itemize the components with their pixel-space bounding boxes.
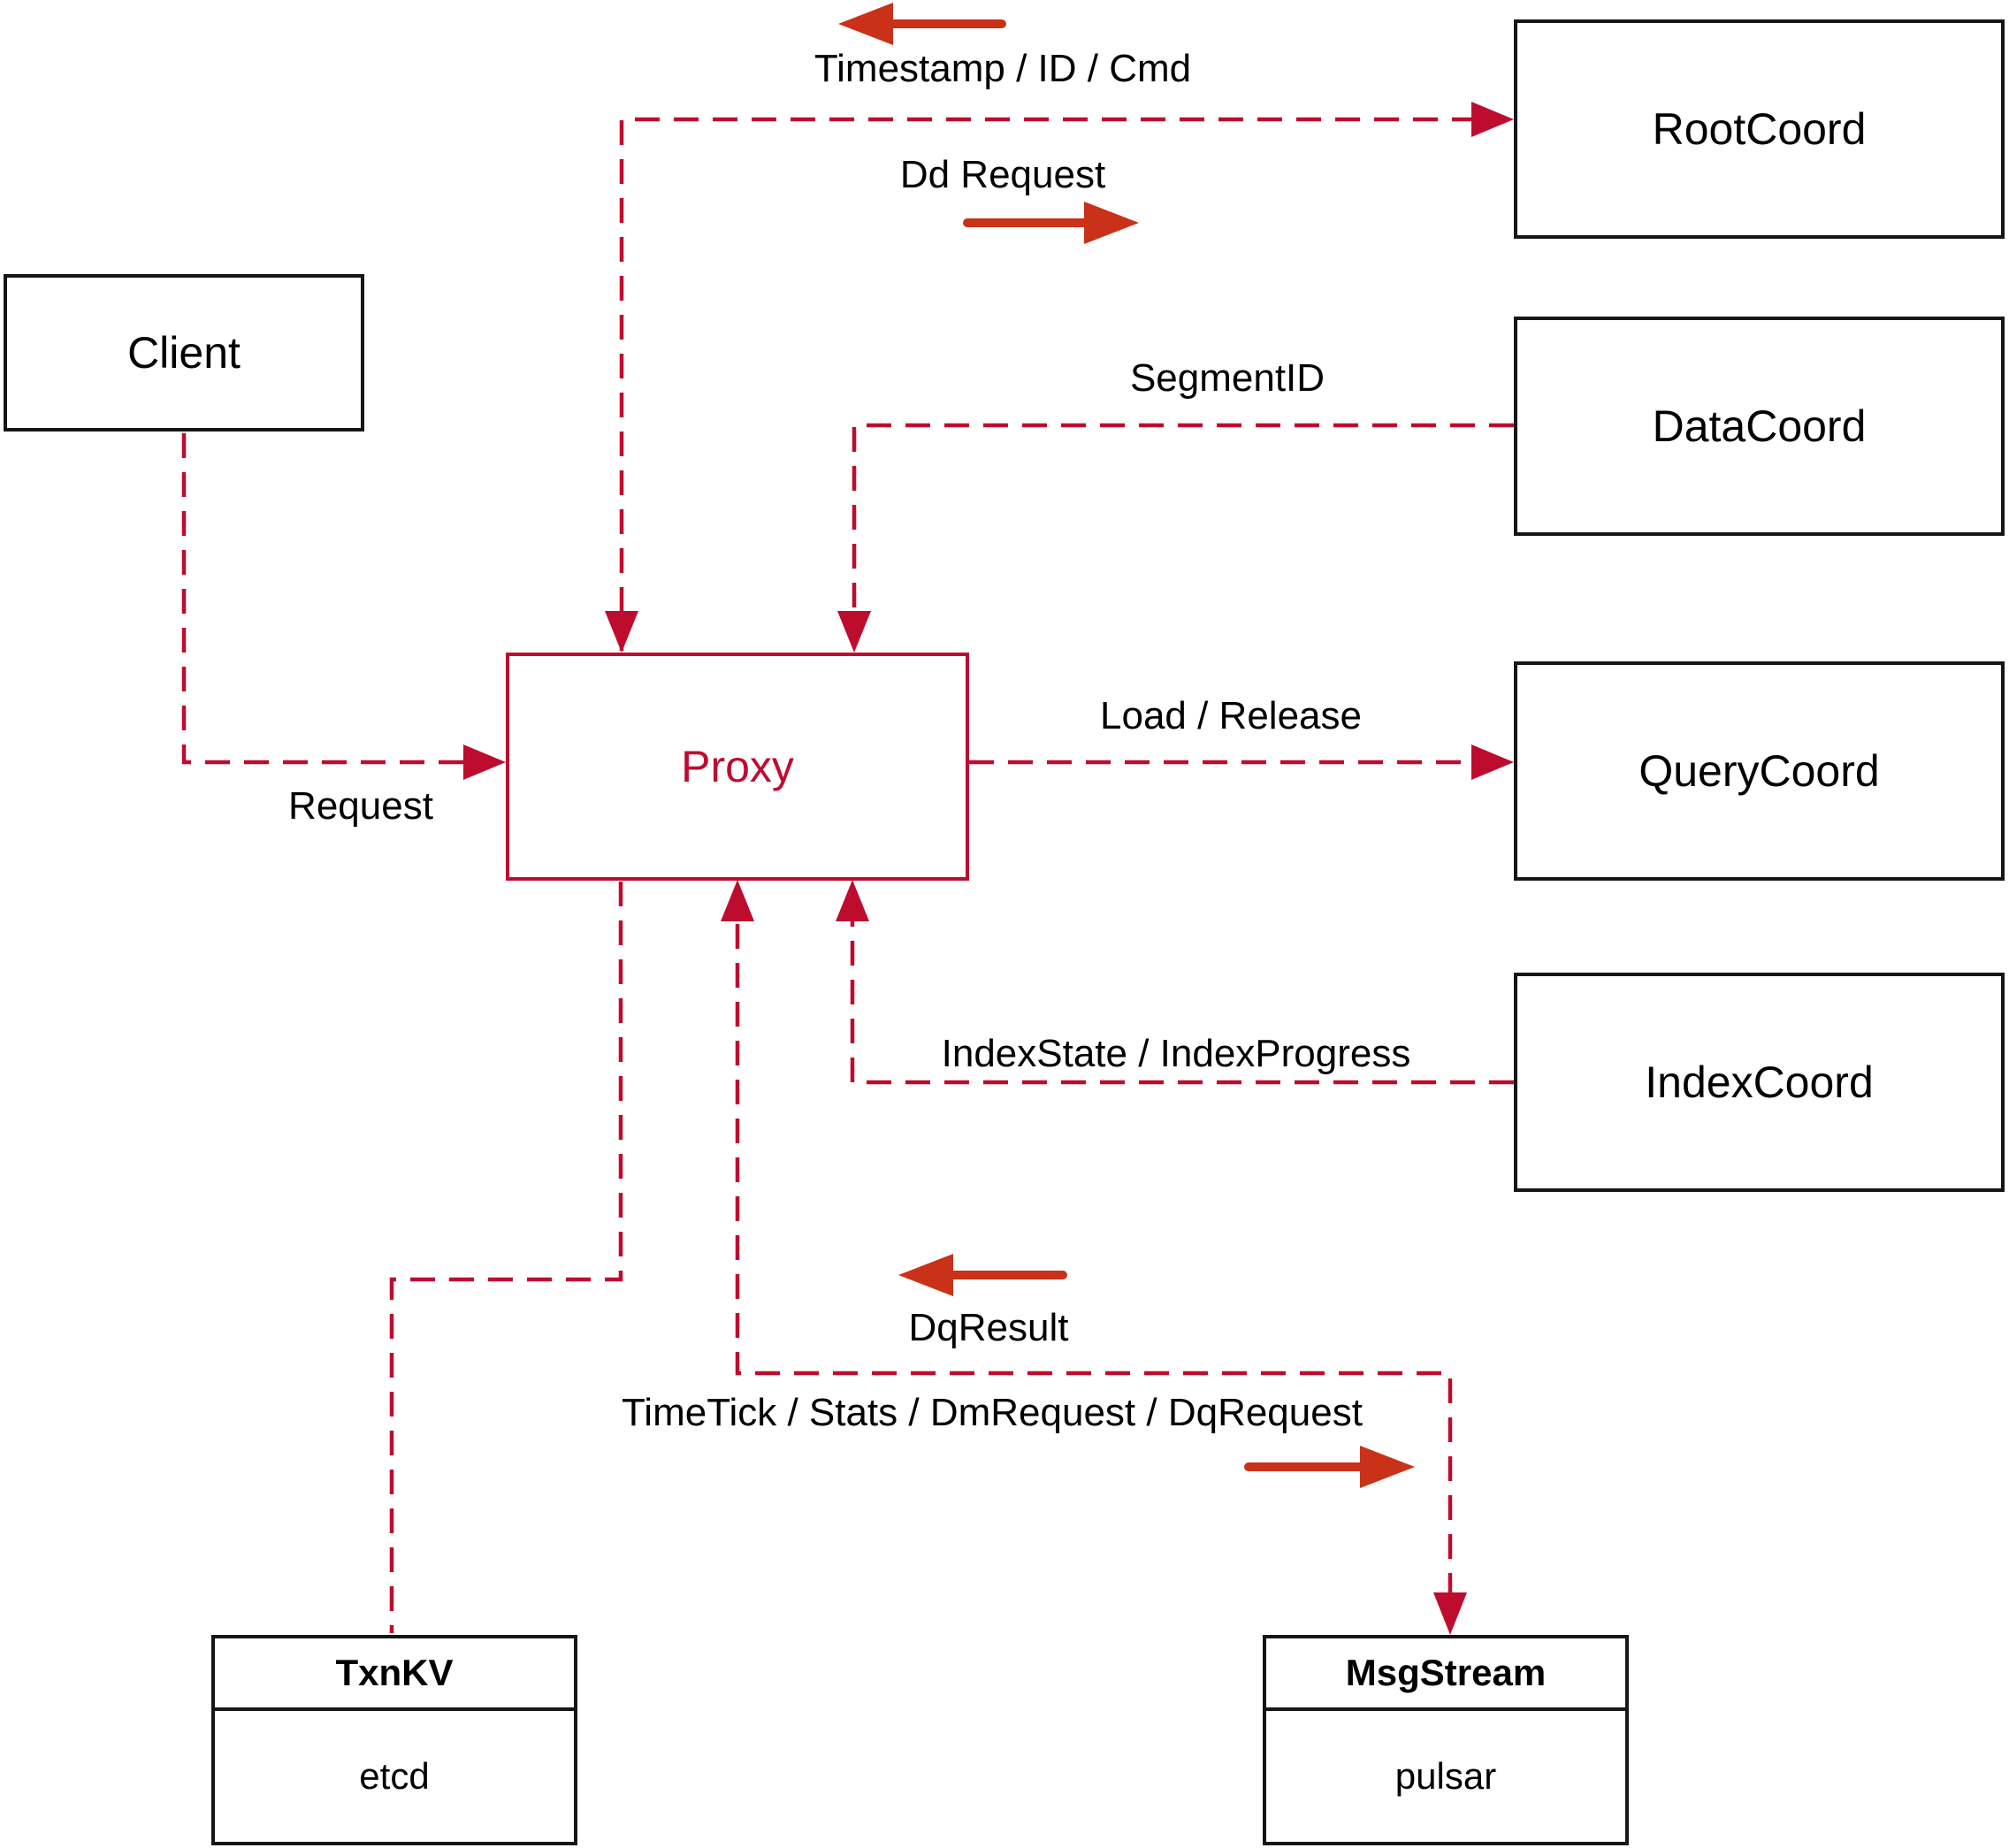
edge-label-load-release: Load / Release (1100, 694, 1362, 737)
edge-indexcoord-proxy (836, 880, 1514, 1085)
node-msgstream-title: MsgStream (1266, 1638, 1625, 1711)
node-client-label: Client (127, 328, 241, 378)
node-indexcoord-label: IndexCoord (1645, 1058, 1874, 1107)
node-rootcoord: RootCoord (1514, 19, 2005, 239)
node-datacoord: DataCoord (1514, 317, 2005, 536)
node-datacoord-label: DataCoord (1652, 401, 1867, 451)
node-txnkv-title: TxnKV (215, 1638, 574, 1711)
node-msgstream: MsgStream pulsar (1263, 1635, 1629, 1845)
arrowhead-into-proxy-left (463, 745, 506, 780)
node-txnkv-value: etcd (359, 1755, 430, 1797)
edge-proxy-rootcoord (605, 102, 1514, 653)
arrow-right-icon (1244, 1446, 1415, 1488)
edge-label-dd-request: Dd Request (899, 153, 1106, 196)
arrowhead-into-proxy-bottom-left (721, 880, 754, 921)
edge-label-request: Request (288, 784, 433, 828)
arrowhead-into-proxy-top-left (605, 611, 638, 653)
node-txnkv: TxnKV etcd (211, 1635, 577, 1845)
edge-datacoord-proxy (837, 423, 1514, 653)
arrow-left-icon (838, 3, 1006, 45)
node-indexcoord: IndexCoord (1514, 973, 2005, 1192)
edge-client-proxy (181, 433, 506, 780)
arrowhead-into-proxy-bottom-right (836, 880, 869, 921)
arrowhead-into-msgstream (1433, 1592, 1467, 1635)
arrow-right-icon (963, 202, 1139, 244)
edge-label-timestamp-id-cmd: Timestamp / ID / Cmd (814, 47, 1192, 90)
node-proxy-label: Proxy (681, 742, 794, 791)
node-rootcoord-label: RootCoord (1652, 104, 1867, 154)
node-querycoord: QueryCoord (1514, 661, 2005, 881)
node-msgstream-value: pulsar (1394, 1755, 1497, 1797)
node-proxy: Proxy (506, 653, 969, 881)
edge-proxy-txnkv (389, 882, 623, 1633)
edge-label-indexstate-indexprogress: IndexState / IndexProgress (941, 1032, 1411, 1075)
arrowhead-into-rootcoord (1471, 102, 1514, 137)
edge-label-segment-id: SegmentID (1129, 356, 1325, 400)
edge-label-timetick-stats: TimeTick / Stats / DmRequest / DqRequest (622, 1391, 1363, 1434)
node-querycoord-label: QueryCoord (1639, 746, 1880, 796)
arrowhead-into-querycoord (1471, 745, 1514, 780)
edge-proxy-querycoord (969, 745, 1514, 780)
node-client: Client (4, 274, 364, 431)
edge-proxy-msgstream (721, 880, 1467, 1635)
edge-label-dqresult: DqResult (908, 1306, 1069, 1349)
arrowhead-into-proxy-top-right (837, 611, 871, 653)
arrow-left-icon (898, 1254, 1067, 1296)
